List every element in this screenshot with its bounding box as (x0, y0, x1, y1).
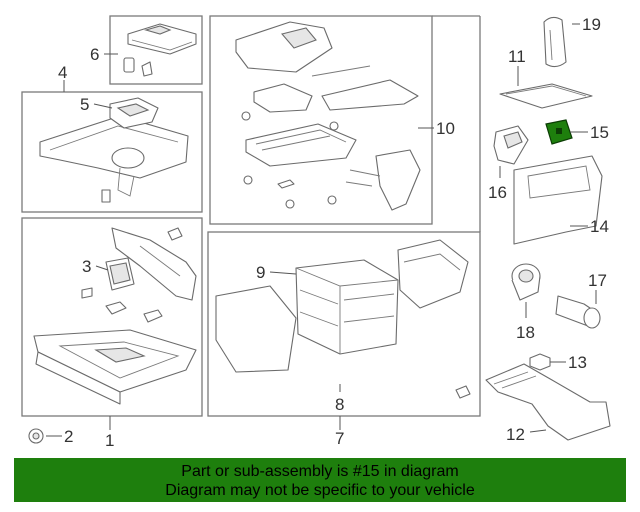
callout-5: 5 (80, 95, 89, 114)
banner-line-1: Part or sub-assembly is #15 in diagram (181, 463, 459, 480)
parts-diagram: 6 4 5 3 1 2 10 9 8 7 19 11 15 16 14 17 1… (21, 15, 611, 450)
callout-3: 3 (82, 257, 91, 276)
banner-line-2: Diagram may not be specific to your vehi… (165, 482, 475, 499)
console-side-bracket (81, 227, 197, 323)
callout-17: 17 (588, 271, 607, 290)
part-6-tray[interactable] (123, 23, 197, 77)
part-19-shift-knob[interactable] (543, 16, 567, 68)
group-box-10 (209, 15, 433, 225)
callout-4: 4 (58, 63, 67, 82)
part-18-power-outlet[interactable] (511, 263, 541, 301)
callout-13: 13 (568, 353, 587, 372)
part-11-mat[interactable] (499, 83, 593, 109)
part-1-console-base[interactable] (33, 329, 197, 405)
part-9-storage-bin[interactable] (215, 239, 471, 399)
info-banner: Part or sub-assembly is #15 in diagram D… (14, 458, 626, 502)
leader-lines (46, 23, 597, 437)
callout-2: 2 (64, 427, 73, 446)
callout-15: 15 (590, 123, 609, 142)
callout-7: 7 (335, 429, 344, 448)
group-box-6 (109, 15, 203, 85)
part-15-highlighted[interactable] (545, 119, 573, 145)
callout-16: 16 (488, 183, 507, 202)
part-17-socket[interactable] (555, 295, 601, 329)
callout-labels: 6 4 5 3 1 2 10 9 8 7 19 11 15 16 14 17 1… (58, 15, 609, 450)
part-4-console-panel[interactable] (39, 97, 189, 203)
callout-14: 14 (590, 217, 609, 236)
part-14-side-panel[interactable] (513, 155, 603, 245)
group-box-4 (21, 91, 203, 213)
part-3-switch[interactable] (105, 257, 135, 291)
part-16-bracket[interactable] (493, 125, 529, 165)
callout-12: 12 (506, 425, 525, 444)
callout-9: 9 (256, 263, 265, 282)
callout-18: 18 (516, 323, 535, 342)
group-box-1 (21, 217, 203, 417)
part-12-duct[interactable] (485, 363, 611, 441)
callout-6: 6 (90, 45, 99, 64)
part-13-bolt[interactable] (529, 353, 551, 371)
callout-1: 1 (105, 431, 114, 450)
callout-8: 8 (335, 395, 344, 414)
callout-10: 10 (436, 119, 455, 138)
group-box-7 (207, 231, 481, 417)
callout-11: 11 (508, 47, 526, 66)
callout-19: 19 (582, 15, 601, 34)
part-2-clip[interactable] (28, 428, 44, 444)
part-10-armrest-lid[interactable] (235, 21, 421, 211)
